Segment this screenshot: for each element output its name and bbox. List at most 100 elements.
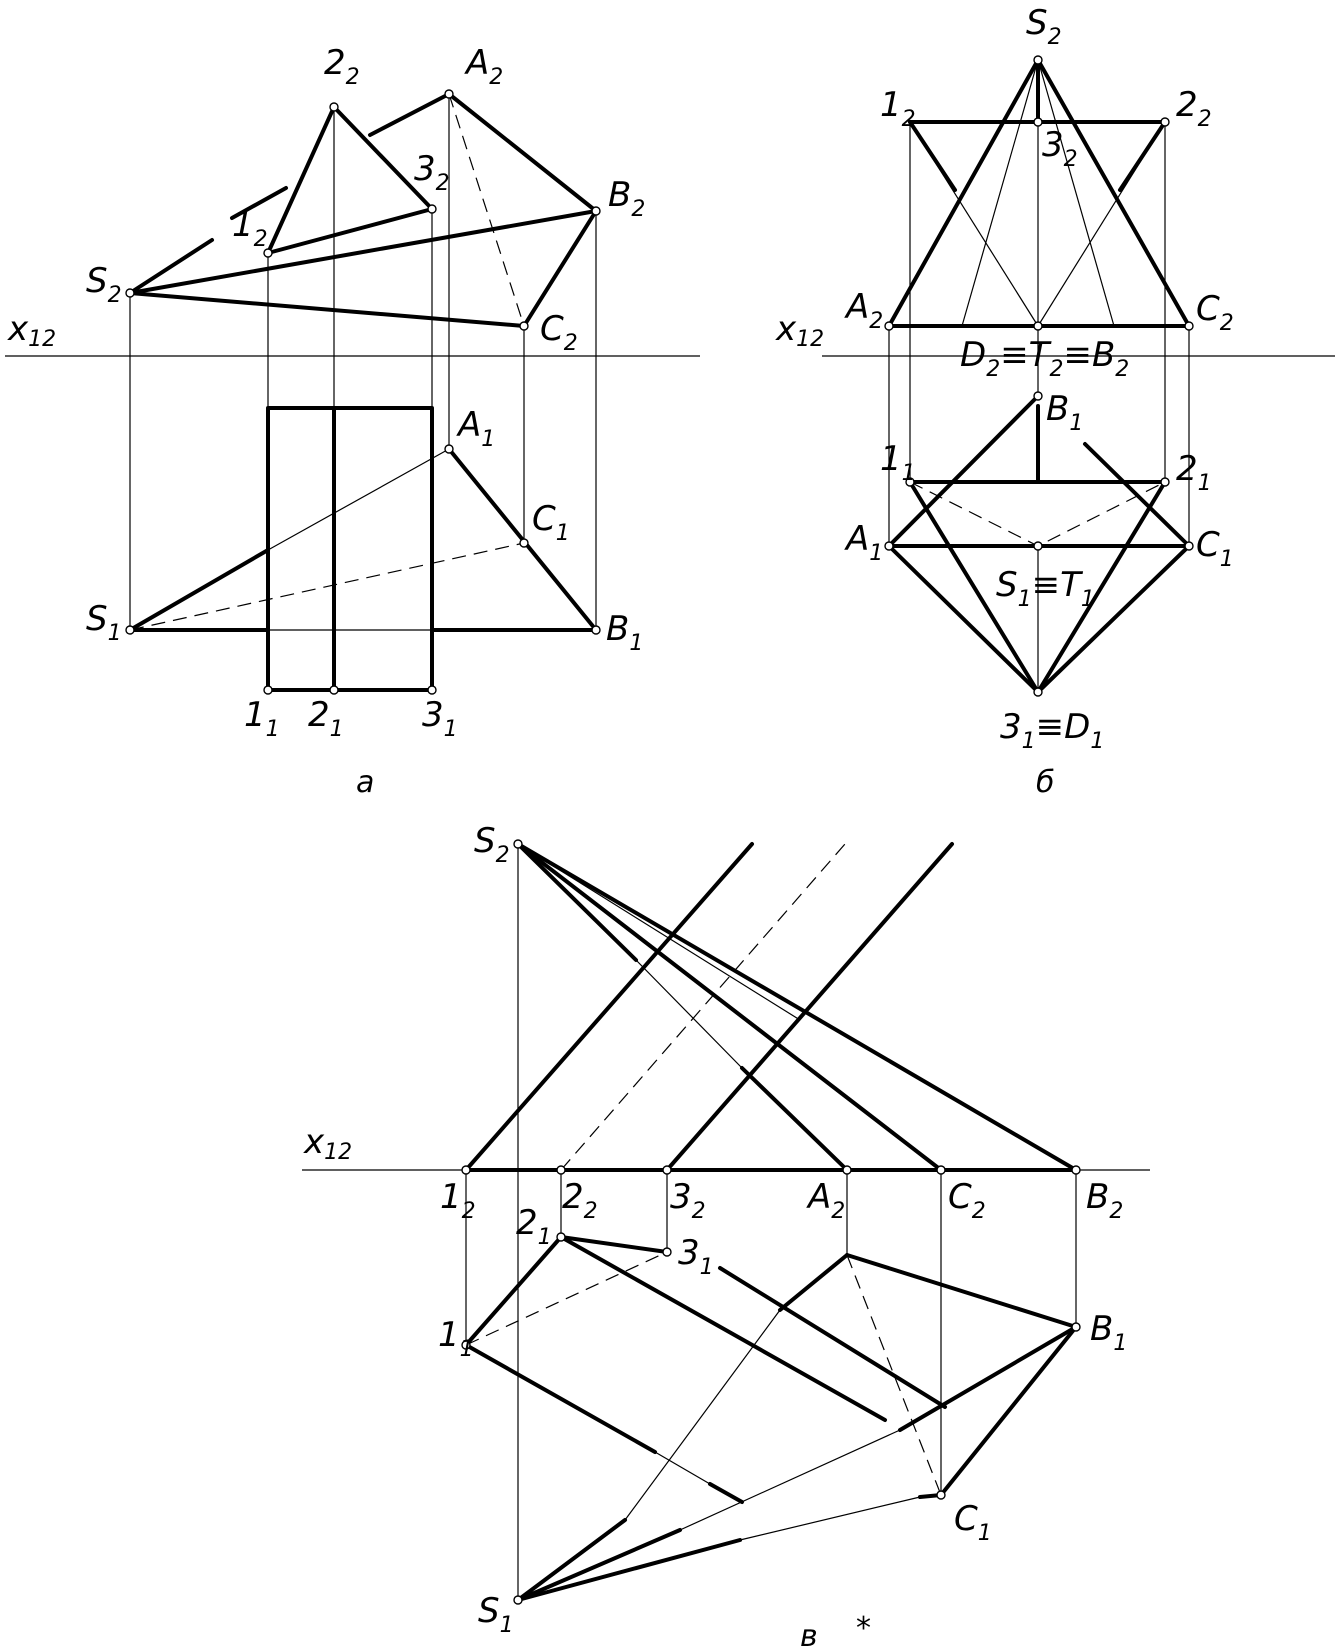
- label-B-2-v: B2: [1086, 1177, 1123, 1224]
- triangle-123-frontal: [266, 105, 434, 255]
- thin-S2-B2-inner: [517, 843, 801, 1021]
- label-A-2: A2: [464, 43, 503, 90]
- caption-b: б: [1036, 765, 1055, 800]
- label-C-2-b: C2: [1196, 289, 1234, 336]
- point: [444, 89, 454, 99]
- point: [591, 625, 601, 635]
- edge-S1-A1-upper: [778, 1253, 849, 1312]
- prism-edge-2-horizontal: [559, 1235, 887, 1422]
- label-S-1-v: S1: [478, 1591, 514, 1638]
- edge-SA-frontal-lower: [128, 238, 214, 295]
- edge-S2-A2-lower: [740, 1066, 849, 1172]
- point: [884, 541, 894, 551]
- prism-edge-1-horizontal-thin: [654, 1451, 711, 1485]
- label-2-2: 22: [324, 43, 360, 90]
- point: [1160, 477, 1170, 487]
- label-2-2-b: 22: [1176, 85, 1212, 132]
- point: [427, 204, 437, 214]
- label-1-2: 12: [232, 205, 268, 252]
- label-1-2-v: 12: [440, 1177, 476, 1224]
- edge-S2-C2: [516, 842, 943, 1172]
- label-B-1-b: B1: [1046, 389, 1083, 436]
- label-C-1-b: C1: [1196, 525, 1234, 572]
- edge-S1-C1-thin: [739, 1496, 921, 1541]
- point: [662, 1165, 672, 1175]
- edge-S2-C2: [1036, 58, 1191, 328]
- edge-SC-frontal: [128, 291, 526, 328]
- point: [1033, 391, 1043, 401]
- label-A-1: A1: [456, 405, 495, 452]
- edge-S1-B1-upper: [898, 1325, 1078, 1432]
- edge-S1-A1-thin: [624, 1309, 781, 1521]
- edge-SB-frontal: [128, 209, 598, 295]
- label-C-1: C1: [532, 499, 570, 546]
- point: [556, 1165, 566, 1175]
- point: [329, 685, 339, 695]
- edge-A1-3-1: [887, 544, 1040, 694]
- label-D2-T2-B2: D2≡T2≡B2: [960, 335, 1129, 382]
- point: [1033, 55, 1043, 65]
- edge-S2-A2-upper: [516, 842, 638, 962]
- thin-2-2-to-center: [1037, 121, 1166, 327]
- edge-1-1-2-1: [464, 1235, 563, 1347]
- figure-v: x12 S2 12 22 32 A2 C2 B2 21 31 11 B1 C1 …: [302, 821, 1150, 1651]
- edge-S1-A1-lower: [516, 1518, 627, 1602]
- label-S-1: S1: [86, 599, 122, 646]
- edge-SA-frontal-mid: [230, 186, 288, 220]
- point: [1033, 541, 1043, 551]
- point: [662, 1247, 672, 1257]
- prism-edge-3-frontal: [665, 842, 954, 1172]
- label-1-1: 11: [244, 695, 280, 742]
- figure-b: x12 S2 12 22 32 A2 C2 D2≡T2≡B2 B1 11 21 …: [775, 3, 1335, 800]
- point: [936, 1165, 946, 1175]
- point: [905, 477, 915, 487]
- label-B-1: B1: [606, 609, 643, 656]
- point: [263, 248, 273, 258]
- caption-v: в: [800, 1619, 818, 1651]
- label-1-2-b: 12: [880, 85, 916, 132]
- point: [329, 102, 339, 112]
- edge-SA-horizontal: [128, 548, 270, 632]
- point: [842, 1165, 852, 1175]
- label-3-2-v: 32: [670, 1177, 706, 1224]
- prism-edge-3-horizontal: [718, 1266, 947, 1409]
- label-C-1-v: C1: [954, 1499, 992, 1546]
- point: [1160, 117, 1170, 127]
- figure-a: x12 22 A2 32 B2 12 S2 C2 A1 C1 S1 B1 11 …: [5, 43, 700, 800]
- label-C-2: C2: [540, 309, 578, 356]
- point: [263, 685, 273, 695]
- caption-a: а: [356, 765, 374, 800]
- label-2-2-v: 22: [562, 1177, 598, 1224]
- edge-SA-frontal-upper: [368, 92, 451, 137]
- edge-B1-A1: [887, 394, 1040, 548]
- label-A-1-b: A1: [844, 519, 883, 566]
- point: [125, 625, 135, 635]
- prism-edge-1-horizontal-end: [708, 1482, 744, 1504]
- prism-edge-1-horizontal: [464, 1343, 657, 1454]
- label-S1-T1: S1≡T1: [996, 565, 1095, 612]
- point: [936, 1490, 946, 1500]
- prism-edge-1-frontal: [464, 842, 754, 1172]
- edge-S1-C1-lower: [516, 1538, 742, 1602]
- label-S-2-v: S2: [474, 821, 510, 868]
- label-S-2: S2: [86, 261, 122, 308]
- point: [1184, 541, 1194, 551]
- label-A-2-b: A2: [844, 287, 883, 334]
- point: [1033, 117, 1043, 127]
- point: [444, 444, 454, 454]
- edge-2-1-3-1: [559, 1235, 669, 1254]
- thin-S2-mid-right: [1037, 59, 1115, 327]
- edge-S2-A2: [887, 58, 1040, 328]
- label-C-2-v: C2: [948, 1177, 986, 1224]
- label-S-2-b: S2: [1026, 3, 1062, 50]
- point: [461, 1340, 471, 1350]
- point: [1184, 321, 1194, 331]
- label-B-1-v: B1: [1090, 1309, 1127, 1356]
- thin-S2-mid-left: [961, 59, 1039, 327]
- label-3-2: 32: [414, 149, 450, 196]
- point: [125, 288, 135, 298]
- edge-S2-B2: [516, 842, 1078, 1172]
- point: [519, 538, 529, 548]
- axis-label-a: x12: [7, 309, 56, 352]
- label-B-2: B2: [608, 175, 645, 222]
